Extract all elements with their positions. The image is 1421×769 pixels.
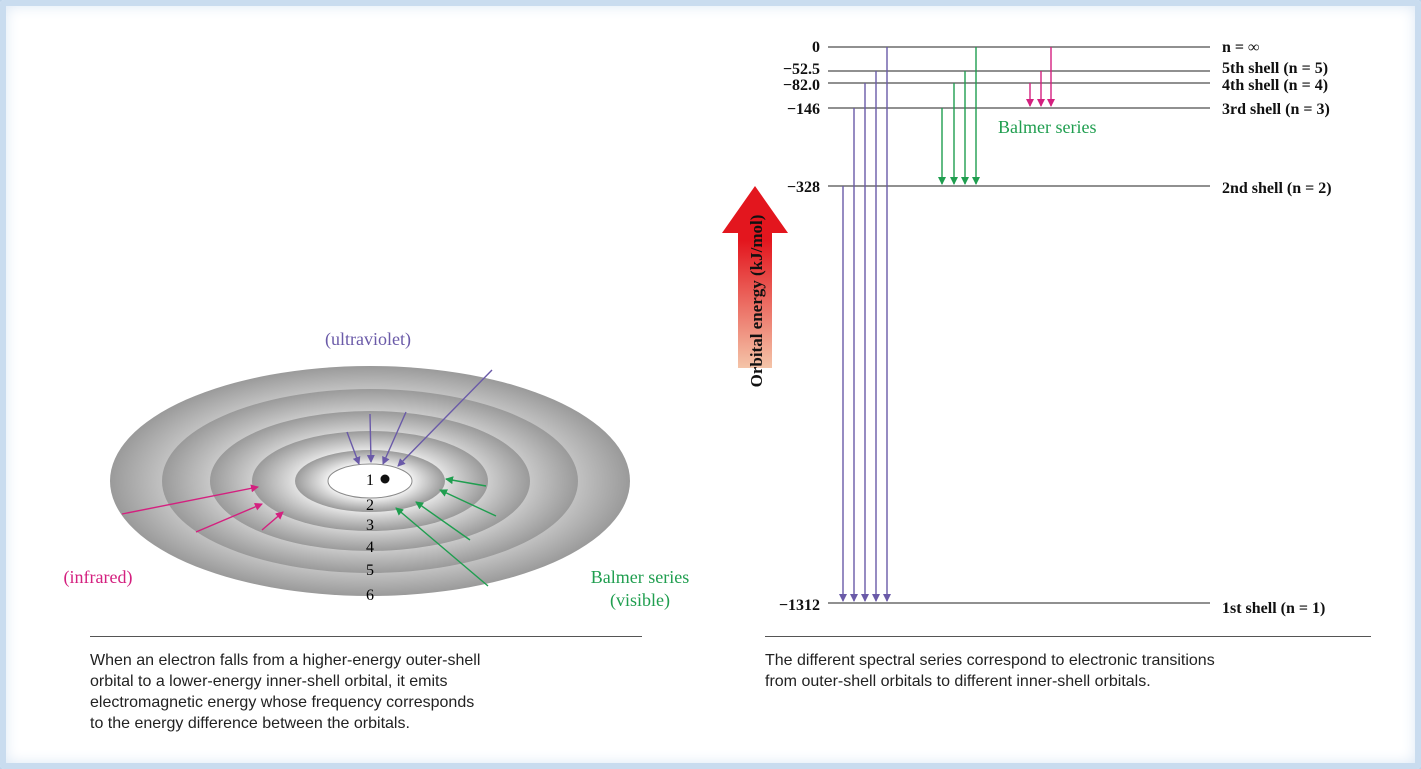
- level-label-inf: n = ∞: [1222, 39, 1259, 56]
- right-caption: The different spectral series correspond…: [765, 650, 1385, 692]
- shell-number-4: 4: [366, 539, 374, 556]
- shell-number-5: 5: [366, 562, 374, 579]
- left-caption: When an electron falls from a higher-ene…: [90, 650, 650, 734]
- left-caption-line-1: When an electron falls from a higher-ene…: [90, 652, 481, 669]
- infrared-label: (infrared): [64, 567, 133, 588]
- shell-number-1: 1: [366, 472, 374, 489]
- shell-ring-1: [327, 463, 413, 499]
- shell-number-3: 3: [366, 517, 374, 534]
- shell-model: 1 2 3 4 5 6 (ultraviolet) (infrared) Bal…: [64, 329, 690, 611]
- lyman-transitions: [839, 47, 891, 602]
- level-label-2: 2nd shell (n = 2): [1222, 180, 1332, 197]
- level-value-3: −146: [787, 101, 820, 118]
- energy-level-diagram: Orbital energy (kJ/mol) 0 −52.5 −82.0 −1…: [722, 39, 1332, 617]
- shell-number-2: 2: [366, 497, 374, 514]
- level-value-4: −82.0: [783, 77, 820, 94]
- level-value-2: −328: [787, 179, 820, 196]
- balmer-label-left: Balmer series: [591, 567, 689, 587]
- level-lines: [828, 46, 1210, 604]
- left-caption-line-3: electromagnetic energy whose frequency c…: [90, 694, 475, 711]
- axis-label: Orbital energy (kJ/mol): [747, 215, 766, 388]
- paschen-transitions: [1026, 47, 1055, 107]
- level-value-1: −1312: [779, 597, 820, 614]
- balmer-label-right: Balmer series: [998, 117, 1096, 137]
- right-caption-line-2: from outer-shell orbitals to different i…: [765, 673, 1151, 690]
- level-value-5: −52.5: [783, 61, 820, 78]
- left-caption-rule: [90, 636, 642, 637]
- level-values: 0 −52.5 −82.0 −146 −328 −1312: [779, 39, 820, 614]
- balmer-arrows: [395, 476, 497, 587]
- orbital-energy-arrow: [722, 186, 788, 368]
- right-caption-line-1: The different spectral series correspond…: [765, 652, 1215, 669]
- visible-label: (visible): [610, 590, 670, 611]
- level-label-4: 4th shell (n = 4): [1222, 77, 1328, 94]
- right-caption-rule: [765, 636, 1371, 637]
- level-label-3: 3rd shell (n = 3): [1222, 101, 1330, 118]
- level-value-inf: 0: [812, 39, 820, 56]
- ultraviolet-arrows: [346, 369, 493, 467]
- level-label-1: 1st shell (n = 1): [1222, 600, 1325, 617]
- left-caption-line-4: to the energy difference between the orb…: [90, 715, 410, 732]
- nucleus: [380, 474, 390, 484]
- infrared-arrows: [121, 484, 284, 533]
- balmer-transitions: [938, 47, 980, 185]
- left-caption-line-2: orbital to a lower-energy inner-shell or…: [90, 673, 448, 690]
- level-label-5: 5th shell (n = 5): [1222, 60, 1328, 77]
- ultraviolet-label: (ultraviolet): [325, 329, 411, 350]
- shell-number-6: 6: [366, 587, 374, 604]
- level-labels: n = ∞ 5th shell (n = 5) 4th shell (n = 4…: [1222, 39, 1332, 617]
